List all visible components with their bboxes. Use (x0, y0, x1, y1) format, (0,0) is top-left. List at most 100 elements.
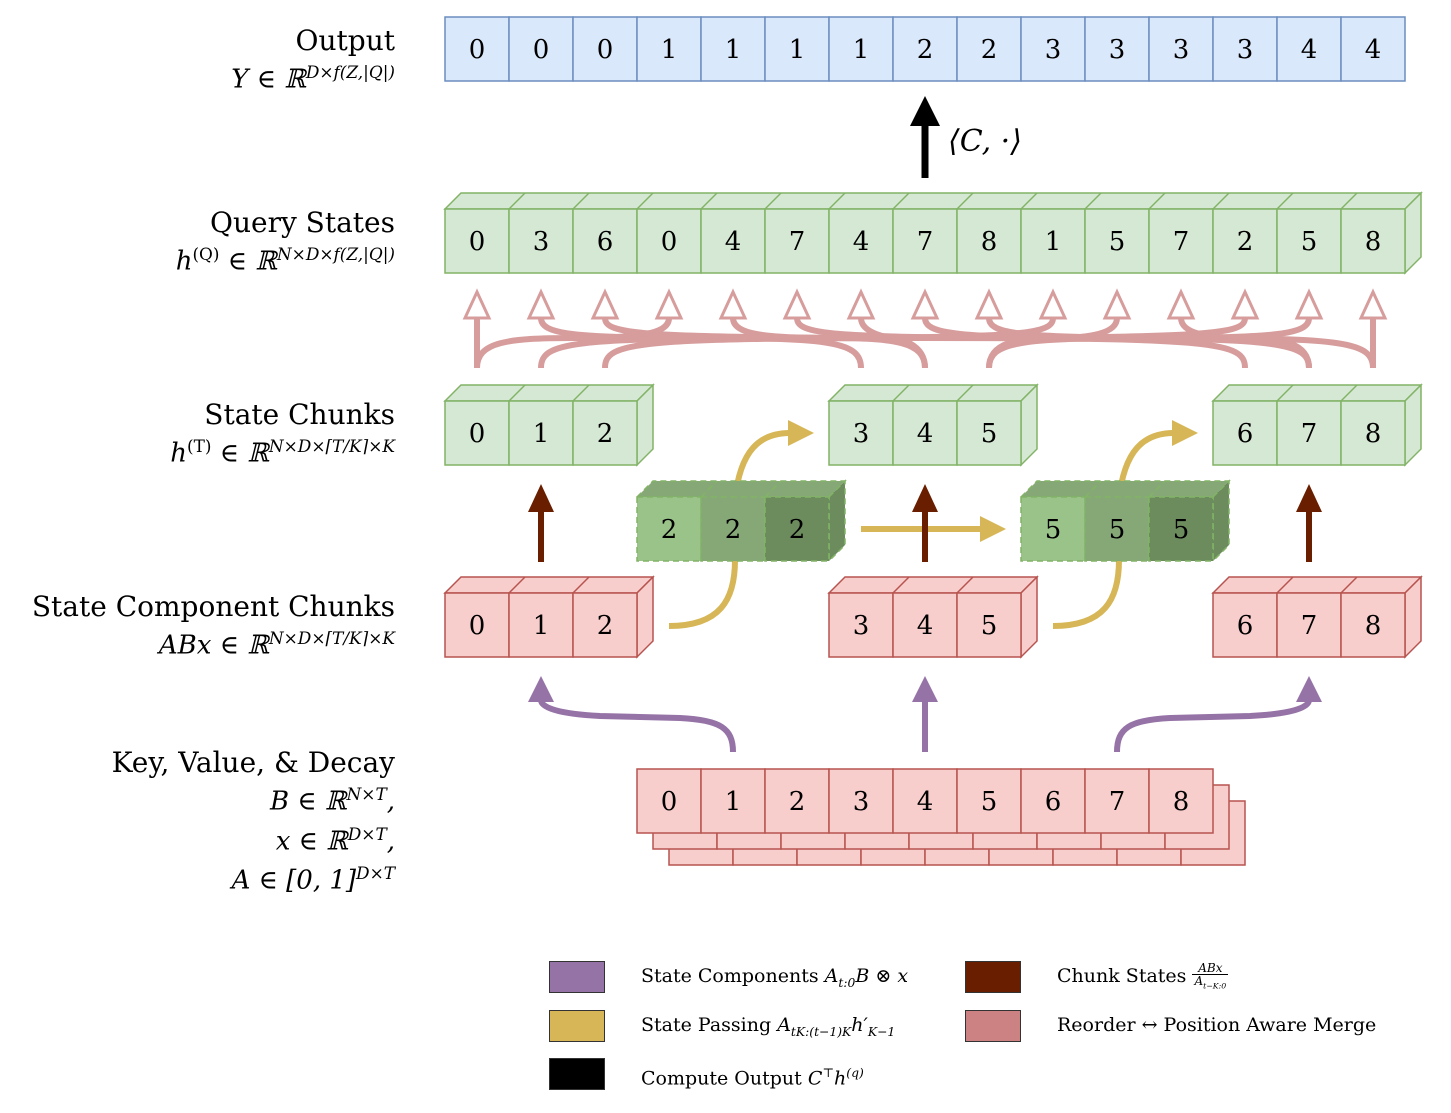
legend-2-msup2: (q) (846, 1066, 864, 1080)
kvd-cell-value: 1 (725, 787, 742, 817)
state-chunk-1-cell-value: 4 (917, 419, 934, 449)
query-states-math-base: h (175, 246, 193, 277)
reorder-arrow-head (910, 288, 940, 320)
kvd-cell-value: 2 (789, 787, 806, 817)
output-cell-value: 1 (725, 35, 742, 65)
kvd-line2-base: x ∈ ℝ (275, 826, 348, 857)
chunk-state-arrow-head (912, 484, 938, 512)
reorder-arrow-head (1294, 288, 1324, 320)
legend-text-state-passing: State Passing AtK:(t−1)Kh′K−1 (641, 1013, 895, 1044)
legend-3-text: Chunk States (1057, 965, 1193, 988)
query-state-cell-value: 5 (1301, 227, 1318, 257)
output-cell-value: 0 (533, 35, 550, 65)
output-title: Output (295, 24, 395, 57)
legend-1-math: A (777, 1014, 791, 1036)
legend-1-math2: h′ (851, 1014, 868, 1036)
state-chunk-2-top-edge (1276, 384, 1294, 402)
state-chunks-math-rest: ∈ ℝ (211, 438, 269, 469)
legend-3-frac-den-base: A (1194, 974, 1204, 988)
output-cell-value: 3 (1109, 35, 1126, 65)
state-component-arrow-shaft (1114, 699, 1312, 753)
legend-3-frac-den: At−K:0 (1192, 975, 1228, 992)
passed-state-1-top-edge (1084, 480, 1102, 498)
compute-output-arrow-head (910, 96, 940, 126)
state-chunk-0-cell-value: 1 (533, 419, 550, 449)
output-cell-value: 3 (1237, 35, 1254, 65)
legend-0-msub: t:0 (838, 975, 856, 990)
state-chunk-2-cell-value: 6 (1237, 419, 1254, 449)
query-states-math-base-sup: (Q) (192, 244, 220, 264)
query-state-cell-value: 8 (981, 227, 998, 257)
state-chunk-2-cell (1340, 400, 1406, 466)
compute-output-label: ⟨C, ·⟩ (948, 124, 1022, 159)
reorder-arrow-head (1102, 288, 1132, 320)
query-state-top-edge (508, 192, 526, 210)
passed-state-1-cell (1020, 496, 1086, 562)
reorder-arrow-shaft (986, 317, 1312, 369)
output-cell-value: 0 (469, 35, 486, 65)
kvd-cell-value: 0 (661, 787, 678, 817)
legend-0-math2: B ⊗ x (855, 965, 909, 987)
passed-state-0-cell (700, 496, 766, 562)
state-passing-arrow-head (980, 516, 1006, 542)
passed-state-0-cell (764, 496, 830, 562)
output-cell (636, 16, 702, 82)
state-chunk-2-top-face (1211, 384, 1423, 402)
query-state-cell-value: 7 (1173, 227, 1190, 257)
state-component-chunks-label: State Component Chunks ABx ∈ ℝN×D×⌈T/K⌉×… (32, 592, 395, 662)
query-state-cell (1340, 208, 1406, 274)
kvd-cell (892, 768, 958, 834)
reorder-arrow-head (1038, 288, 1068, 320)
legend-swatch-state-passing (549, 1010, 605, 1042)
output-cell-value: 4 (1301, 35, 1318, 65)
passed-state-0-cell-value: 2 (661, 515, 678, 545)
output-cell (956, 16, 1022, 82)
kvd-cell-value: 4 (917, 787, 934, 817)
legend-2-msup: ⊤ (822, 1066, 834, 1080)
reorder-arrow-shaft (474, 317, 672, 369)
state-chunk-0-cell-value: 0 (469, 419, 486, 449)
state-chunk-1-cell-value: 3 (853, 419, 870, 449)
query-state-top-edge (828, 192, 846, 210)
kvd-line3-sup: D×T (356, 863, 395, 884)
reorder-arrow-head (974, 288, 1004, 320)
state-chunks-math: h(T) ∈ ℝN×D×⌈T/K⌉×K (170, 430, 395, 470)
kvd-line1: B ∈ ℝN×T, (270, 784, 395, 817)
output-cell (892, 16, 958, 82)
query-state-cell (828, 208, 894, 274)
kvd-cell-value: 8 (1173, 787, 1190, 817)
passed-state-1-cell-value: 5 (1109, 515, 1126, 545)
query-state-cell (700, 208, 766, 274)
output-math-sup: D×f(Z,|Q|) (305, 62, 395, 82)
output-cell (828, 16, 894, 82)
reorder-arrow-head (590, 288, 620, 320)
kvd-cell (1020, 768, 1086, 834)
state-component-chunk-2-cell (1276, 592, 1342, 658)
output-math: Y ∈ ℝD×f(Z,|Q|) (231, 56, 395, 96)
state-component-arrow-head (528, 676, 554, 702)
reorder-arrow-head (1230, 288, 1260, 320)
reorder-arrow-head (654, 288, 684, 320)
state-component-chunk-2-cell-value: 6 (1237, 611, 1254, 641)
legend-2-math2: h (834, 1067, 847, 1090)
query-state-top-edge (1340, 192, 1358, 210)
legend-0-math: A (824, 965, 839, 987)
output-cell-value: 1 (661, 35, 678, 65)
legend-1-text: State Passing (641, 1014, 778, 1036)
passed-state-1-cell (1148, 496, 1214, 562)
query-state-top-edge (572, 192, 590, 210)
query-state-cell (892, 208, 958, 274)
state-chunk-1-cell (956, 400, 1022, 466)
state-chunk-1-cell (828, 400, 894, 466)
query-state-cell-value: 2 (1237, 227, 1254, 257)
query-states-label: Query States h(Q) ∈ ℝN×D×f(Z,|Q|) (176, 208, 395, 278)
state-component-chunk-0-cell (572, 592, 638, 658)
state-component-arrow-head (912, 676, 938, 702)
query-state-top-edge (1212, 192, 1230, 210)
query-states-math-sup: N×D×f(Z,|Q|) (276, 244, 395, 264)
kvd-cell (1148, 768, 1214, 834)
kvd-line3-base: A ∈ [0, 1] (231, 865, 357, 896)
